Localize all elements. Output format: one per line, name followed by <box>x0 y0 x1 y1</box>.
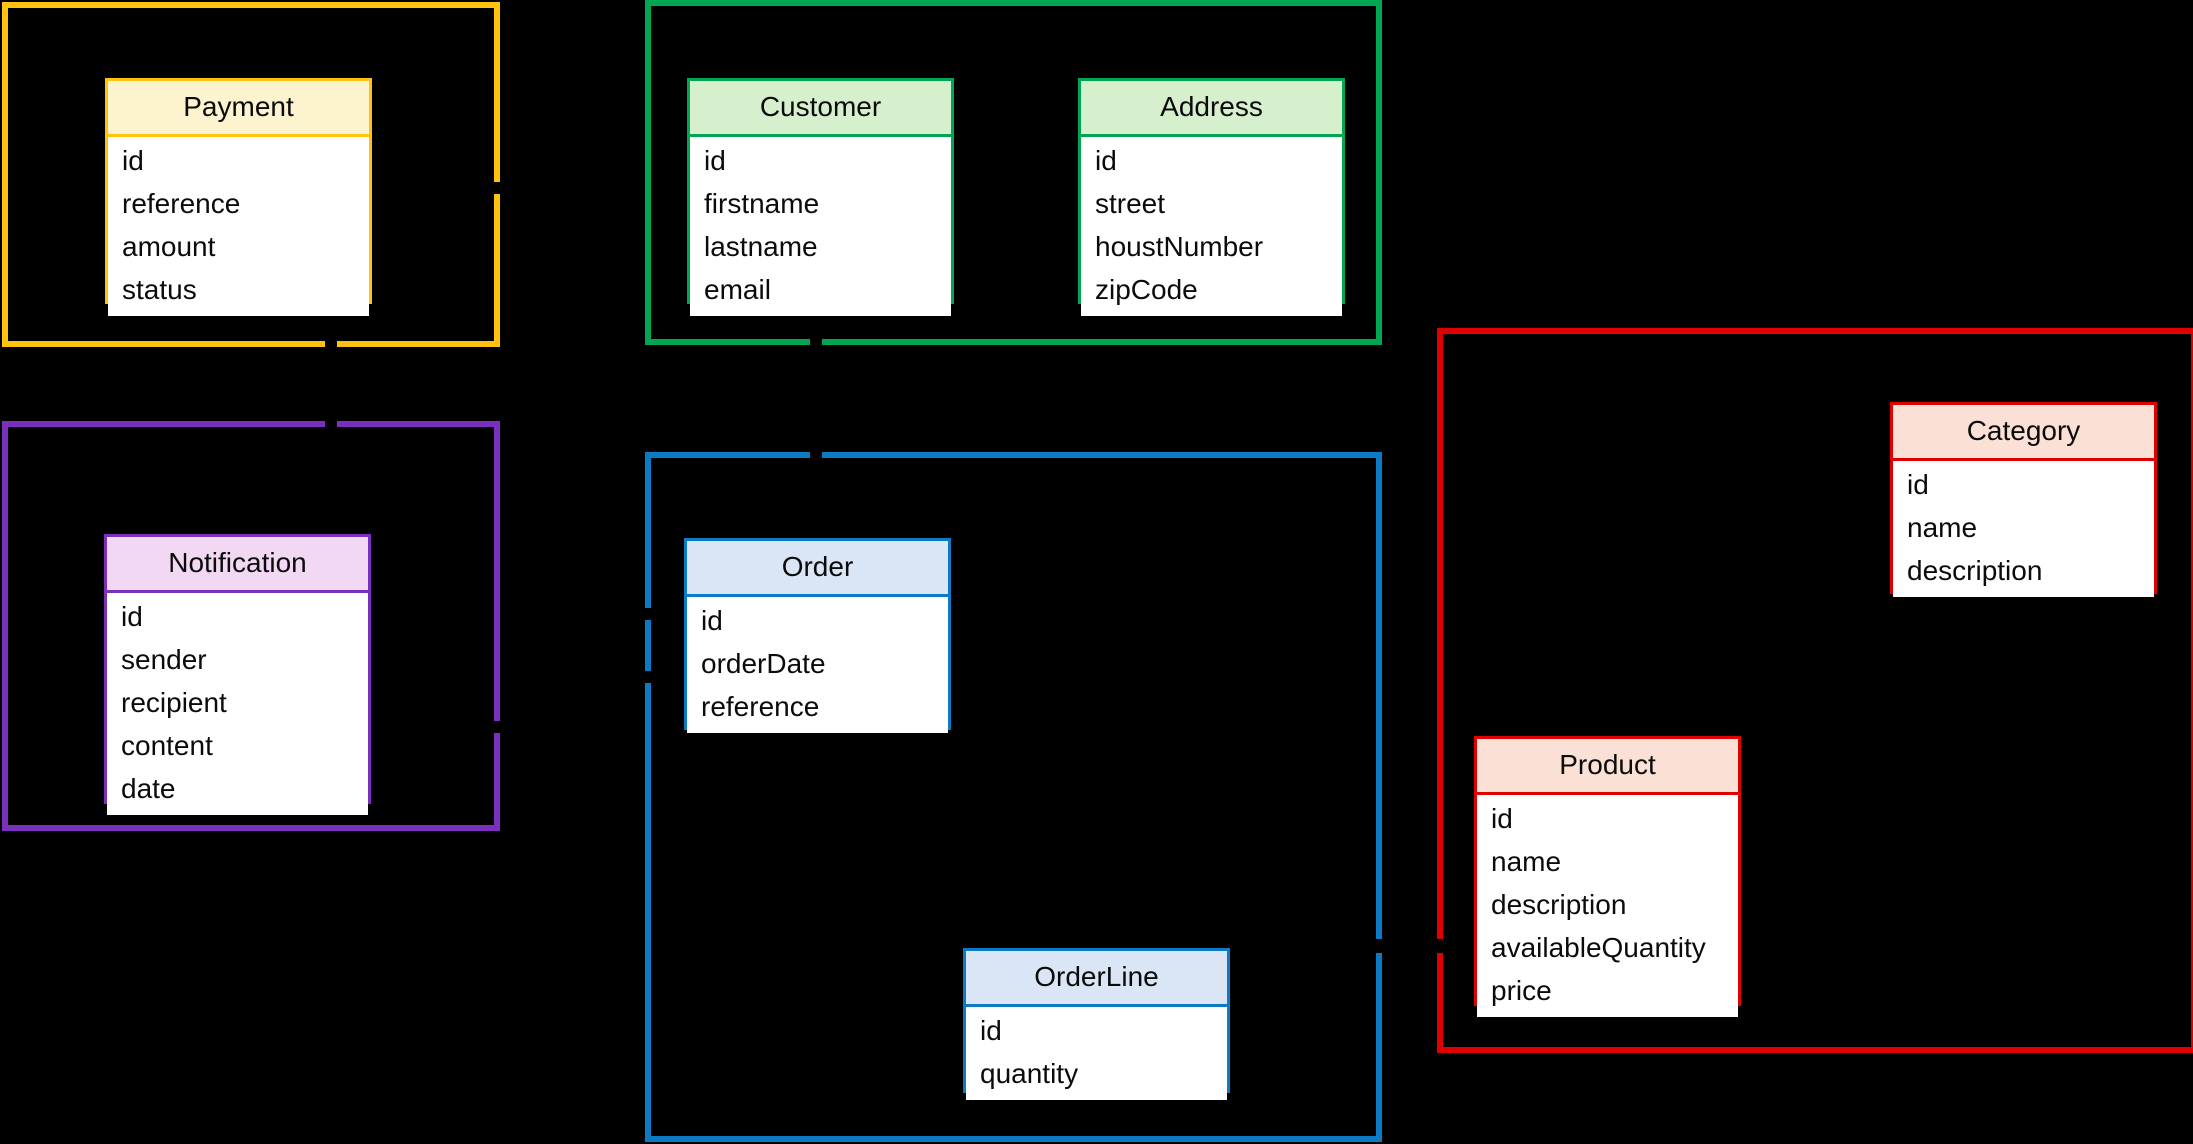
attribute-row: orderDate <box>701 648 826 679</box>
entity-attributes-orderline: id quantity <box>966 1007 1227 1100</box>
order-right-notch <box>1371 939 1383 953</box>
entity-attributes-product: id name description availableQuantity price <box>1477 795 1738 1017</box>
order-left-notch-upper <box>640 608 652 620</box>
entity-attributes-order: id orderDate reference <box>687 597 948 733</box>
attribute-row: content <box>121 730 213 761</box>
attribute-row: date <box>121 773 176 804</box>
entity-address[interactable]: Address id street houstNumber zipCode <box>1078 78 1345 316</box>
entity-payment[interactable]: Payment id reference amount status <box>105 78 372 316</box>
attribute-row: houstNumber <box>1095 231 1264 262</box>
entity-attributes-category: id name description <box>1893 461 2154 597</box>
entity-title-payment: Payment <box>108 81 369 137</box>
entity-attributes-notification: id sender recipient content date <box>107 593 368 815</box>
attribute-row: availableQuantity <box>1491 932 1706 963</box>
entity-title-notification: Notification <box>107 537 368 593</box>
attribute-row: sender <box>121 644 207 675</box>
context-customer-context[interactable] <box>645 0 1382 345</box>
customer-bottom-notch <box>810 336 822 348</box>
attribute-row: description <box>1491 889 1627 920</box>
notification-top-notch <box>325 416 337 428</box>
attribute-row: name <box>1491 846 1562 877</box>
attribute-row: name <box>1907 512 1978 543</box>
entity-title-orderline: OrderLine <box>966 951 1227 1007</box>
attribute-row: price <box>1491 975 1552 1006</box>
entity-title-customer: Customer <box>690 81 951 137</box>
attribute-row: amount <box>122 231 216 262</box>
attribute-row: reference <box>122 188 241 219</box>
entity-title-order: Order <box>687 541 948 597</box>
attribute-row: id <box>121 601 143 632</box>
attribute-row: id <box>704 145 726 176</box>
attribute-row: reference <box>701 691 820 722</box>
entity-attributes-address: id street houstNumber zipCode <box>1081 137 1342 316</box>
entity-title-address: Address <box>1081 81 1342 137</box>
context-notification-context[interactable] <box>2 421 500 831</box>
attribute-row: id <box>1095 145 1117 176</box>
entity-category[interactable]: Category id name description <box>1890 402 2157 597</box>
context-payment-context[interactable] <box>2 2 500 347</box>
context-order-context[interactable] <box>645 452 1382 1142</box>
entity-attributes-customer: id firstname lastname email <box>690 137 951 316</box>
attribute-row: id <box>701 605 723 636</box>
attribute-row: id <box>1491 803 1513 834</box>
attribute-row: id <box>122 145 144 176</box>
entity-title-product: Product <box>1477 739 1738 795</box>
attribute-row: firstname <box>704 188 820 219</box>
attribute-row: status <box>122 274 197 305</box>
entity-notification[interactable]: Notification id sender recipient content date <box>104 534 371 815</box>
attribute-row: street <box>1095 188 1166 219</box>
attribute-row: id <box>980 1015 1002 1046</box>
notification-right-notch <box>491 721 503 733</box>
attribute-row: email <box>704 274 771 305</box>
attribute-row: description <box>1907 555 2043 586</box>
payment-right-notch <box>491 182 503 194</box>
context-product-context[interactable] <box>1437 328 2193 1053</box>
entity-attributes-payment: id reference amount status <box>108 137 369 316</box>
attribute-row: quantity <box>980 1058 1079 1089</box>
order-top-notch <box>810 446 822 458</box>
product-left-notch <box>1431 939 1443 953</box>
order-left-notch-lower <box>640 671 652 683</box>
entity-orderline[interactable]: OrderLine id quantity <box>963 948 1230 1100</box>
entity-order[interactable]: Order id orderDate reference <box>684 538 951 733</box>
attribute-row: recipient <box>121 687 227 718</box>
attribute-row: id <box>1907 469 1929 500</box>
attribute-row: lastname <box>704 231 818 262</box>
entity-product[interactable]: Product id name description availableQuantit… <box>1474 736 1741 1017</box>
attribute-row: zipCode <box>1095 274 1198 305</box>
entity-customer[interactable]: Customer id firstname lastname email <box>687 78 954 316</box>
entity-title-category: Category <box>1893 405 2154 461</box>
payment-bottom-notch <box>325 338 337 350</box>
